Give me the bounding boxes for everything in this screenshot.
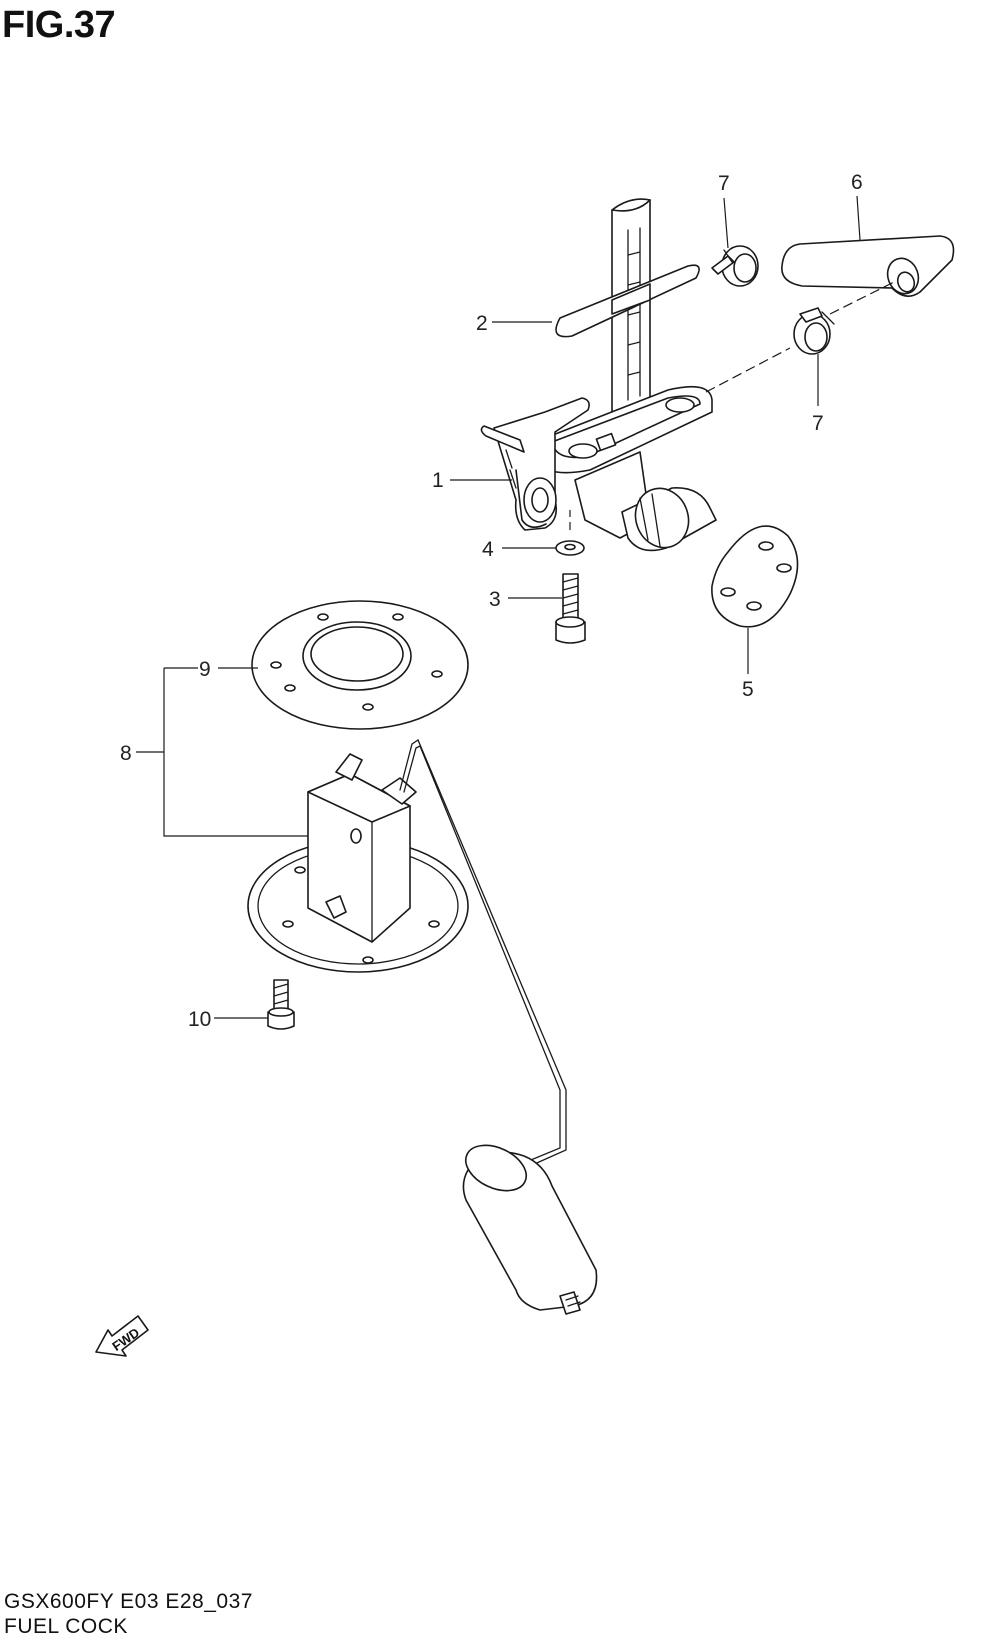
fuel-level-gauge-part-8 bbox=[247, 739, 598, 1315]
hose-clamp-part-7-lower bbox=[793, 307, 835, 355]
callout-7-lower: 7 bbox=[812, 412, 824, 435]
hose-clamp-part-7-upper bbox=[711, 245, 759, 287]
callout-4: 4 bbox=[482, 538, 494, 561]
callout-labels: 1 2 3 4 5 6 7 7 8 9 10 bbox=[120, 171, 863, 1031]
callout-8: 8 bbox=[120, 742, 132, 765]
callout-5: 5 bbox=[742, 678, 754, 701]
plate-part-5 bbox=[711, 525, 799, 628]
footer-part-name: FUEL COCK bbox=[4, 1615, 128, 1638]
fuel-cock-body-part-1 bbox=[480, 385, 717, 552]
fuel-strainer-part-2 bbox=[555, 198, 700, 421]
callout-1: 1 bbox=[432, 469, 444, 492]
callout-10: 10 bbox=[188, 1008, 211, 1031]
fuel-hose-part-6 bbox=[781, 235, 955, 297]
leader-lines bbox=[136, 195, 895, 1019]
callout-9: 9 bbox=[199, 658, 211, 681]
footer-model-code: GSX600FY E03 E28_037 bbox=[4, 1590, 253, 1613]
fwd-direction-arrow: FWD bbox=[95, 1315, 149, 1357]
callout-2: 2 bbox=[476, 312, 488, 335]
gasket-part-9 bbox=[251, 600, 469, 730]
callout-3: 3 bbox=[489, 588, 501, 611]
screw-part-10 bbox=[267, 979, 295, 1030]
washer-part-4 bbox=[555, 540, 585, 556]
callout-6: 6 bbox=[851, 171, 863, 194]
screw-part-3 bbox=[555, 573, 586, 644]
figure-title: FIG.37 bbox=[2, 4, 116, 46]
callout-7-upper: 7 bbox=[718, 172, 730, 195]
